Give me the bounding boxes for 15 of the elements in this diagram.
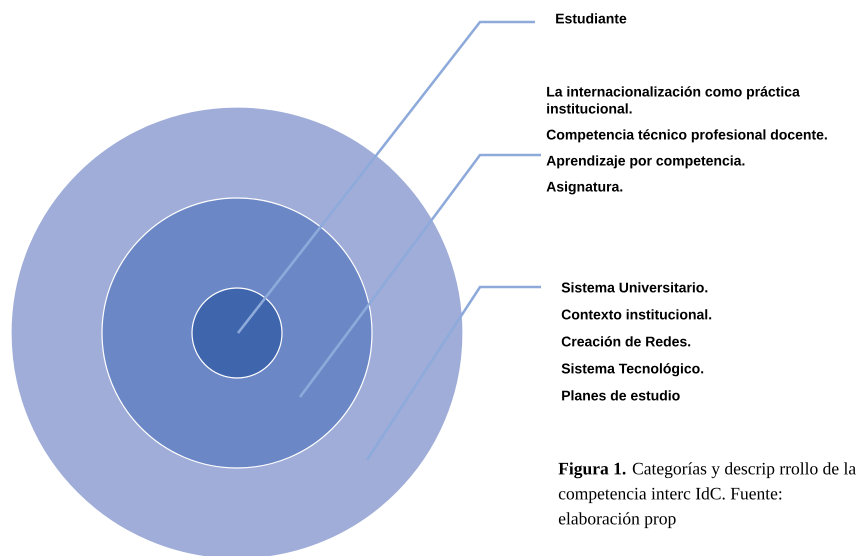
category-text: Creación de Redes. <box>562 336 690 346</box>
category-text: Aprendizaje por competencia. <box>546 155 744 168</box>
leader-line <box>236 20 535 334</box>
category-text: Sistema Universitario. <box>562 282 708 292</box>
category-text: Asignatura. <box>546 181 622 194</box>
category-text: Competencia técnico profesional docente. <box>546 129 827 142</box>
ring-circle <box>191 287 283 379</box>
leader-line <box>298 154 541 398</box>
category-text: Estudiante <box>556 13 626 24</box>
leader-line <box>366 286 541 461</box>
caption: Figura 1. Categorías y descrip rrollo de la competencia interc IdC. Fuente: elaboración prop <box>558 462 856 528</box>
category-text: La internacionalización como práctica institucional. <box>547 86 800 114</box>
category-text: Sistema Tecnológico. <box>562 363 704 376</box>
category-text: Planes de estudio <box>562 390 680 400</box>
category-text: Contexto institucional. <box>562 309 712 320</box>
